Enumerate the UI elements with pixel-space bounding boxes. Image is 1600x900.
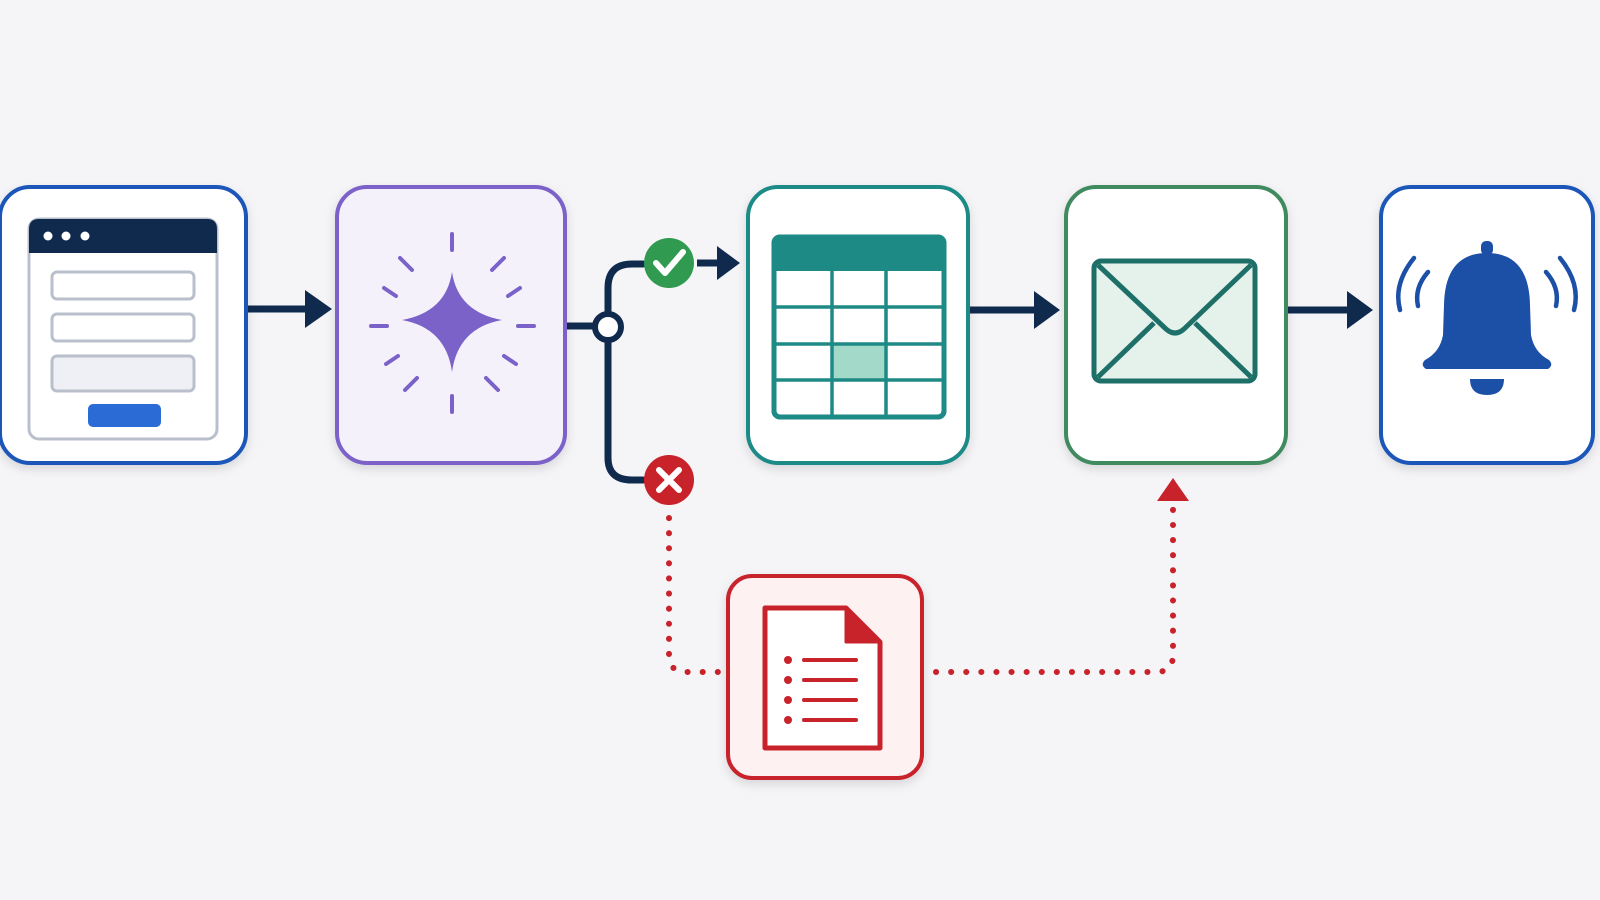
node-error-log[interactable]	[726, 574, 924, 780]
bell-icon	[1396, 241, 1578, 395]
node-web-form[interactable]	[0, 185, 248, 465]
node-notification[interactable]	[1379, 185, 1595, 465]
node-ai-processing[interactable]	[335, 185, 567, 465]
check-icon	[653, 249, 686, 276]
failure-branch-badge	[644, 455, 694, 505]
decision-junction	[592, 311, 624, 343]
envelope-icon	[1091, 258, 1258, 384]
connectors	[244, 246, 1373, 675]
edge-success-to-spreadsheet	[697, 246, 740, 280]
ai-sparkle-icon	[369, 232, 536, 414]
node-email[interactable]	[1064, 185, 1288, 465]
decision-branch-lines	[604, 260, 647, 484]
node-spreadsheet[interactable]	[746, 185, 970, 465]
edge-error-log-to-email	[933, 478, 1189, 675]
edge-spreadsheet-to-email	[970, 291, 1060, 329]
x-icon	[656, 467, 682, 493]
edge-email-to-notification	[1287, 291, 1373, 329]
web-form-icon	[27, 217, 219, 441]
edge-form-to-ai	[244, 290, 332, 328]
success-branch-badge	[644, 238, 694, 288]
spreadsheet-icon	[771, 234, 947, 420]
edge-failure-to-error-log	[666, 515, 725, 675]
document-icon	[762, 605, 883, 751]
